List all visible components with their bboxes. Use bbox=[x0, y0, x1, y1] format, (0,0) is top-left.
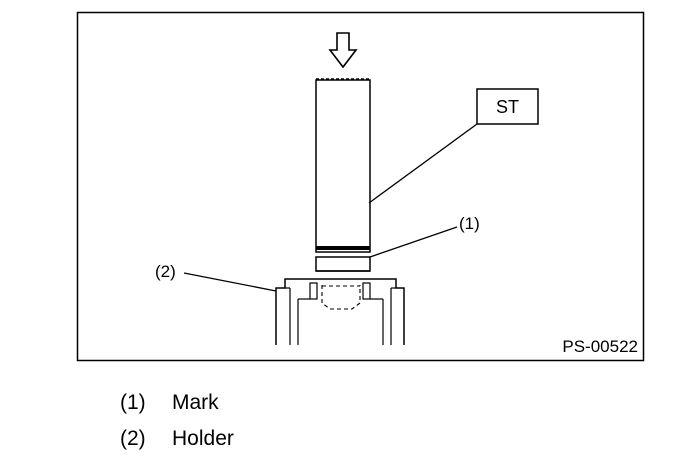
figure-frame bbox=[76, 11, 645, 362]
press-arrow-icon bbox=[328, 32, 358, 69]
special-tool bbox=[315, 78, 371, 272]
legend-item-number: (1) bbox=[120, 391, 146, 414]
mark-band bbox=[316, 246, 370, 250]
legend-item-text: Holder bbox=[172, 427, 234, 450]
legend-item-text: Mark bbox=[172, 391, 219, 414]
hidden-bushing bbox=[321, 285, 361, 310]
legend-item-number: (2) bbox=[120, 427, 146, 450]
figure-id: PS-00522 bbox=[562, 337, 638, 356]
callout-1-leader bbox=[369, 226, 458, 258]
legend: (1) Mark (2) Holder bbox=[120, 386, 234, 458]
st-label: ST bbox=[496, 97, 519, 117]
st-label-box bbox=[476, 88, 539, 125]
callout-2-leader bbox=[183, 272, 277, 292]
legend-item-holder: (2) Holder bbox=[120, 422, 234, 458]
legend-item-mark: (1) Mark bbox=[120, 386, 234, 422]
callout-2-label: (2) bbox=[155, 262, 176, 281]
st-leader-line bbox=[368, 123, 478, 204]
holder bbox=[275, 278, 405, 345]
callout-1-label: (1) bbox=[459, 214, 480, 233]
